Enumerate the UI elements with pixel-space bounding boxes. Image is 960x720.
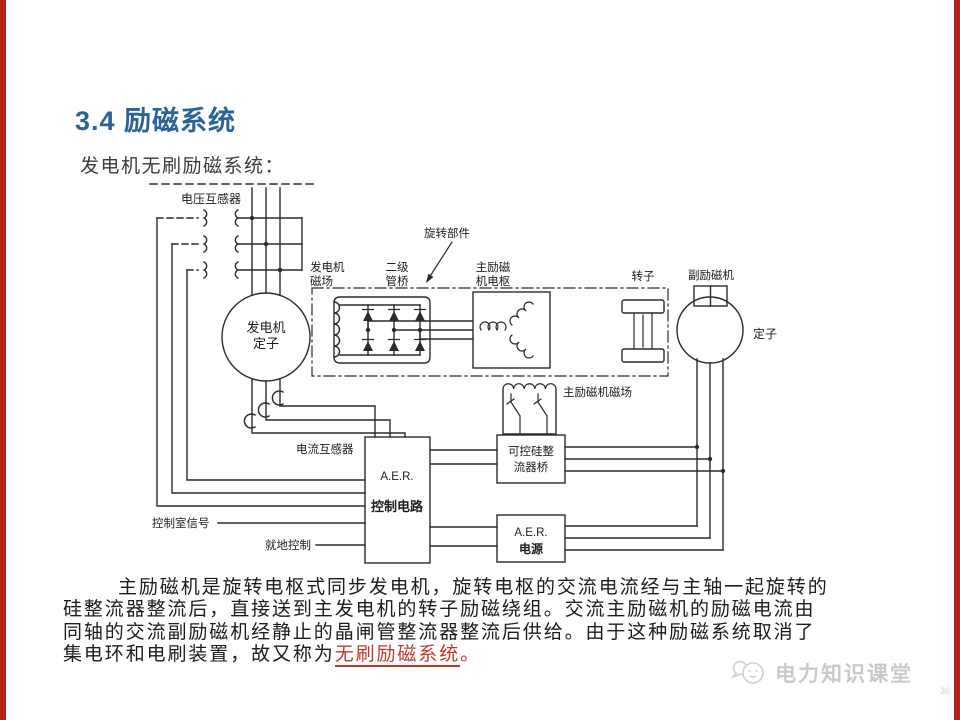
label-armature-1: 主励磁 xyxy=(476,260,511,274)
highlight-brushless-excitation: 无刷励磁系统 xyxy=(334,644,461,668)
label-local-control: 就地控制 xyxy=(265,538,311,552)
label-aer-power-1: A.E.R. xyxy=(514,527,547,539)
label-generator-stator-2: 定子 xyxy=(253,336,279,351)
label-voltage-transformer: 电压互感器 xyxy=(181,191,241,206)
label-aer-control-2: 控制电路 xyxy=(371,499,424,514)
label-current-transformer: 电流互感器 xyxy=(296,442,354,456)
label-generator-field-2: 磁场 xyxy=(310,274,333,288)
label-rotor: 转子 xyxy=(632,269,655,283)
label-control-room-signal: 控制室信号 xyxy=(152,516,210,530)
label-aer-power-2: 电源 xyxy=(519,541,543,556)
body-line-2: 硅整流器整流后，直接送到主发电机的转子励磁绕组。交流主励磁机的励磁电流由 xyxy=(63,599,816,621)
label-diode-bridge-2: 管桥 xyxy=(386,274,409,288)
body-line-4: 集电环和电刷装置，故又称为无刷励磁系统。 xyxy=(63,644,863,668)
mascot-icon xyxy=(730,660,764,684)
label-armature-2: 机电枢 xyxy=(476,274,511,288)
wires xyxy=(149,183,744,564)
main-exciter-armature-box xyxy=(472,291,551,369)
page-number: 36 xyxy=(939,686,950,696)
label-scr-bridge-1: 可控硅整 xyxy=(508,444,554,458)
label-scr-bridge-2: 流器桥 xyxy=(514,460,549,474)
body-line-4-prefix: 集电环和电刷装置，故又称为 xyxy=(63,644,335,666)
pilot-exciter-circle xyxy=(676,296,744,364)
watermark-text: 电力知识课堂 xyxy=(775,663,913,686)
aer-control-box xyxy=(364,436,431,564)
label-rotating-parts: 旋转部件 xyxy=(424,226,470,240)
rotor-shape xyxy=(621,299,665,314)
label-aer-control-1: A.E.R. xyxy=(380,471,413,483)
watermark: 电力知识课堂 xyxy=(730,658,950,688)
body-paragraph: 主励磁机是旋转电枢式同步发电机，旋转电枢的交流电流经与主轴一起旋转的 硅整流器整… xyxy=(63,577,863,668)
label-diode-bridge-1: 二级 xyxy=(386,261,409,274)
label-main-exciter-field: 主励磁机磁场 xyxy=(563,385,632,399)
rotating-parts-boundary xyxy=(311,287,669,377)
body-line-3: 同轴的交流副励磁机经静止的晶闸管整流器整流后供给。由于这种励磁系统取消了 xyxy=(63,621,816,643)
subtitle: 发电机无刷励磁系统： xyxy=(80,156,286,177)
junction-dots xyxy=(249,215,726,474)
label-pilot-exciter: 副励磁机 xyxy=(688,268,734,282)
arrowhead xyxy=(426,273,434,283)
right-red-border xyxy=(954,0,960,720)
scr-bridge-box xyxy=(496,434,566,484)
label-generator-field-1: 发电机 xyxy=(310,260,345,274)
label-generator-stator-1: 发电机 xyxy=(246,320,285,335)
left-red-border xyxy=(0,0,6,720)
page-title: 3.4 励磁系统 xyxy=(75,106,237,136)
body-line-1: 主励磁机是旋转电枢式同步发电机，旋转电枢的交流电流经与主轴一起旋转的 xyxy=(118,577,829,598)
highlight-period: 。 xyxy=(460,644,482,666)
label-pilot-stator: 定子 xyxy=(753,326,777,341)
